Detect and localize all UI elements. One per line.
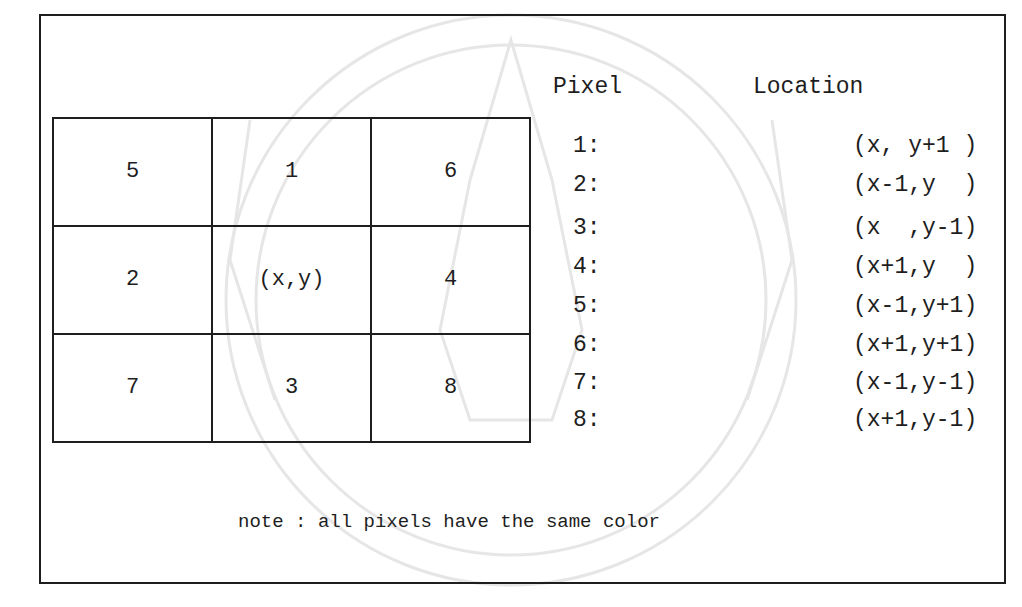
pixel-cell: 5 (52, 117, 213, 227)
pixel-label: 8 (444, 375, 457, 401)
pixel-number: 8: (573, 407, 601, 435)
pixel-cell: 3 (211, 333, 372, 443)
pixel-label: 7 (126, 375, 139, 401)
pixel-location: (x-1,y+1) (853, 293, 977, 321)
pixel-cell: 4 (370, 225, 531, 335)
pixel-label: 2 (126, 267, 139, 293)
pixel-number: 2: (573, 172, 601, 200)
pixel-location: (x, y+1 ) (853, 133, 977, 161)
pixel-cell: 6 (370, 117, 531, 227)
note-text: note : all pixels have the same color (238, 511, 660, 534)
pixel-location: (x-1,y-1) (853, 370, 977, 398)
pixel-cell: 7 (52, 333, 213, 443)
pixel-location: (x+1,y ) (853, 254, 977, 282)
watermark-seal (226, 15, 796, 585)
pixel-label: 4 (444, 267, 457, 293)
pixel-number: 7: (573, 370, 601, 398)
pixel-location: (x+1,y+1) (853, 332, 977, 360)
pixel-location: (x+1,y-1) (853, 407, 977, 435)
pixel-number: 5: (573, 293, 601, 321)
pixel-label: (x,y) (258, 267, 324, 293)
pixel-label: 6 (444, 159, 457, 185)
pixel-label: 3 (285, 375, 298, 401)
pixel-cell: 1 (211, 117, 372, 227)
outer-frame (40, 15, 1005, 583)
pixel-cell: 8 (370, 333, 531, 443)
column-heading: Pixel (553, 74, 622, 102)
column-heading: Location (753, 74, 863, 102)
pixel-number: 1: (573, 133, 601, 161)
pixel-label: 1 (285, 159, 298, 185)
pixel-number: 3: (573, 215, 601, 243)
pixel-number: 6: (573, 332, 601, 360)
pixel-cell: (x,y) (211, 225, 372, 335)
pixel-number: 4: (573, 254, 601, 282)
pixel-location: (x-1,y ) (853, 172, 977, 200)
pixel-cell: 2 (52, 225, 213, 335)
pixel-label: 5 (126, 159, 139, 185)
pixel-location: (x ,y-1) (853, 215, 977, 243)
